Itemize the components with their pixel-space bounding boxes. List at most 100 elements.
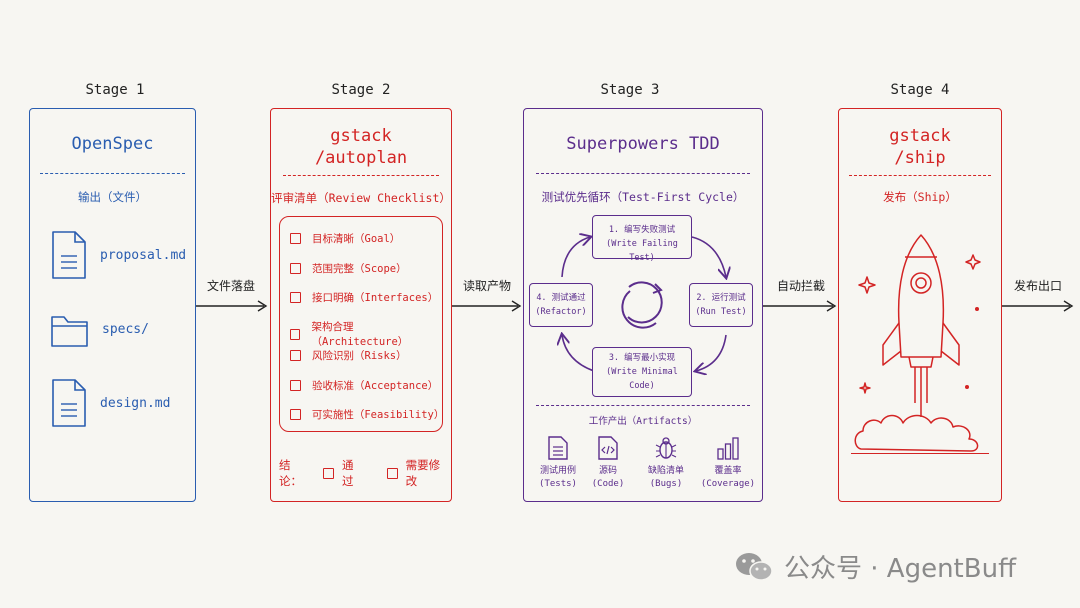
artifact-sublabel: (Tests) bbox=[539, 479, 577, 489]
stage-4-panel: gstack /ship 发布（Ship） bbox=[838, 108, 1002, 502]
checklist-item[interactable]: 接口明确（Interfaces） bbox=[290, 290, 438, 305]
divider bbox=[536, 405, 750, 406]
artifacts-title: 工作产出（Artifacts） bbox=[588, 416, 698, 427]
file-name: specs/ bbox=[102, 321, 149, 337]
bug-icon bbox=[655, 437, 677, 459]
checkbox[interactable] bbox=[290, 292, 301, 303]
stage-1-panel: OpenSpec 输出（文件） proposal.md specs/ desig… bbox=[29, 108, 196, 502]
arrow-label-1: 文件落盘 bbox=[206, 279, 255, 293]
step-subtitle: (Refactor) bbox=[535, 307, 587, 317]
checklist-label: 验收标准（Acceptance） bbox=[312, 380, 439, 392]
checklist-label: 范围完整（Scope） bbox=[312, 263, 407, 275]
divider bbox=[283, 175, 439, 176]
artifact-code[interactable]: 源码 (Code) bbox=[580, 435, 636, 491]
checkbox-revise[interactable] bbox=[386, 467, 398, 479]
checkbox-pass[interactable] bbox=[323, 467, 334, 479]
watermark-text: 公众号 · AgentBuff bbox=[784, 554, 1016, 584]
checklist-label: 风险识别（Risks） bbox=[312, 350, 407, 362]
stage-1-title: OpenSpec bbox=[71, 134, 154, 154]
artifact-tests[interactable]: 测试用例 (Tests) bbox=[530, 435, 586, 491]
step-title: 1. 编写失败测试 bbox=[608, 225, 676, 235]
stage-2-subtitle: 评审清单（Review Checklist） bbox=[271, 191, 451, 205]
arrow-icon bbox=[1002, 300, 1074, 312]
file-item-proposal[interactable]: proposal.md bbox=[50, 229, 186, 281]
arrow-label-2: 读取产物 bbox=[462, 279, 511, 293]
artifact-sublabel: (Bugs) bbox=[649, 479, 683, 489]
cycle-step-4[interactable]: 4. 测试通过 (Refactor) bbox=[529, 283, 593, 327]
checklist-label: 接口明确（Interfaces） bbox=[312, 292, 439, 304]
arrow-label-4: 发布出口 bbox=[1013, 279, 1062, 293]
artifact-bugs[interactable]: 缺陷清单 (Bugs) bbox=[638, 435, 694, 491]
checklist-item[interactable]: 目标清晰（Goal） bbox=[290, 231, 400, 246]
checklist-item[interactable]: 可实施性（Feasibility） bbox=[290, 407, 445, 422]
rocket-icon bbox=[854, 234, 981, 452]
artifact-sublabel: (Code) bbox=[591, 479, 625, 489]
step-title: 2. 运行测试 bbox=[696, 293, 746, 303]
watermark: 公众号 · AgentBuff bbox=[734, 548, 1016, 585]
checklist-label: 架构合理（Architecture） bbox=[311, 321, 409, 348]
checkbox[interactable] bbox=[290, 380, 301, 391]
stage-4-label: Stage 4 bbox=[890, 82, 950, 98]
divider bbox=[40, 173, 185, 174]
bar-chart-icon bbox=[717, 437, 739, 460]
step-subtitle: (Write Minimal bbox=[606, 367, 678, 377]
code-file-icon bbox=[598, 436, 618, 460]
stage-2-label: Stage 2 bbox=[331, 82, 391, 98]
title-line: gstack bbox=[330, 126, 392, 146]
step-subtitle: (Run Test) bbox=[695, 307, 747, 317]
checklist-item[interactable]: 架构合理（Architecture） bbox=[290, 319, 442, 349]
cycle-arrows bbox=[524, 109, 764, 409]
cycle-step-3[interactable]: 3. 编写最小实现 (Write Minimal Code) bbox=[592, 347, 692, 397]
checkbox[interactable] bbox=[290, 233, 301, 244]
ground-line bbox=[851, 453, 989, 454]
checkbox[interactable] bbox=[290, 409, 301, 420]
arrow-icon bbox=[763, 300, 837, 312]
checklist-item[interactable]: 验收标准（Acceptance） bbox=[290, 378, 438, 393]
divider bbox=[536, 173, 750, 174]
stage-3-subtitle: 测试优先循环（Test-First Cycle） bbox=[541, 190, 745, 204]
title-line: /ship bbox=[894, 148, 946, 168]
checklist-item[interactable]: 范围完整（Scope） bbox=[290, 261, 407, 276]
stage-4-title: gstack /ship bbox=[839, 125, 1001, 169]
arrow-icon bbox=[196, 300, 268, 312]
stage-2-title: gstack /autoplan bbox=[271, 125, 451, 169]
folder-item-specs[interactable]: specs/ bbox=[50, 309, 149, 349]
file-name: proposal.md bbox=[100, 247, 187, 263]
title-line: /autoplan bbox=[314, 148, 408, 168]
document-icon bbox=[548, 436, 568, 460]
checkbox[interactable] bbox=[290, 350, 301, 361]
artifact-label: 缺陷清单 bbox=[647, 466, 684, 476]
arrow-icon bbox=[452, 300, 522, 312]
artifact-coverage[interactable]: 覆盖率 (Coverage) bbox=[700, 435, 756, 491]
divider bbox=[849, 175, 991, 176]
title-line: gstack bbox=[889, 126, 951, 146]
checkbox[interactable] bbox=[290, 263, 301, 274]
option-revise-label: 需要修改 bbox=[405, 458, 441, 488]
stage-1-label: Stage 1 bbox=[85, 82, 145, 98]
step-subtitle: (Write Failing Test) bbox=[606, 239, 678, 263]
wechat-icon bbox=[736, 552, 773, 581]
stage-4-subtitle: 发布（Ship） bbox=[883, 190, 957, 204]
stage-3-panel: Superpowers TDD 测试优先循环（Test-First Cycle）… bbox=[523, 108, 763, 502]
checklist-label: 可实施性（Feasibility） bbox=[311, 409, 445, 421]
artifact-label: 覆盖率 bbox=[714, 466, 742, 476]
step-title: 4. 测试通过 bbox=[536, 293, 586, 303]
cycle-step-1[interactable]: 1. 编写失败测试 (Write Failing Test) bbox=[592, 215, 692, 263]
file-item-design[interactable]: design.md bbox=[50, 377, 170, 429]
document-icon bbox=[52, 231, 86, 279]
review-checklist: 目标清晰（Goal） 范围完整（Scope） 接口明确（Interfaces） … bbox=[279, 216, 445, 432]
stage-2-panel: gstack /autoplan 评审清单（Review Checklist） … bbox=[270, 108, 452, 502]
stage-3-label: Stage 3 bbox=[600, 82, 660, 98]
checkbox[interactable] bbox=[290, 328, 301, 340]
folder-icon bbox=[51, 316, 88, 347]
option-pass-label: 通过 bbox=[341, 458, 354, 488]
step-title: 3. 编写最小实现 bbox=[608, 353, 676, 363]
document-icon bbox=[52, 379, 86, 427]
checklist-item[interactable]: 风险识别（Risks） bbox=[290, 348, 407, 363]
stage-3-title: Superpowers TDD bbox=[566, 134, 720, 154]
arrow-label-3: 自动拦截 bbox=[776, 279, 825, 293]
stage-1-subtitle: 输出（文件） bbox=[78, 190, 147, 204]
cycle-step-2[interactable]: 2. 运行测试 (Run Test) bbox=[689, 283, 753, 327]
conclusion-label: 结论： bbox=[279, 458, 302, 488]
conclusion-row: 结论： 通过 需要修改 bbox=[279, 457, 451, 489]
